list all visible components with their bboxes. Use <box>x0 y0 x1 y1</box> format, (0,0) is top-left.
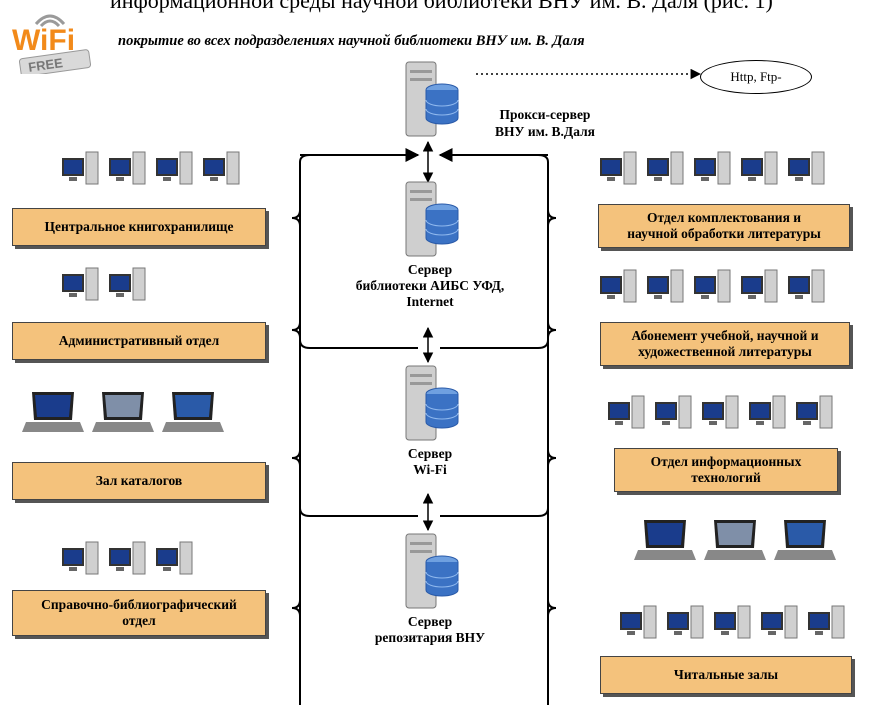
desktop-pc-icon <box>62 151 99 185</box>
desktop-pc-icon <box>741 269 778 303</box>
desktop-pc-icon <box>702 395 739 429</box>
desktop-pc-icon <box>62 267 99 301</box>
cut-off-caption: информационной среды научной библиотеки … <box>110 0 773 13</box>
laptop-icon <box>92 392 154 432</box>
pc-group-administrative <box>60 266 147 304</box>
desktop-pc-icon <box>808 605 845 639</box>
desktop-pc-icon <box>741 151 778 185</box>
laptop-icon <box>634 520 696 560</box>
callout-catalog-hall: Зал каталогов <box>12 462 266 500</box>
desktop-pc-icon <box>600 151 637 185</box>
desktop-pc-icon <box>647 151 684 185</box>
desktop-pc-icon <box>600 269 637 303</box>
desktop-pc-icon <box>109 541 146 575</box>
repository-server-icon <box>405 533 459 609</box>
desktop-pc-icon <box>667 605 704 639</box>
desktop-pc-icon <box>796 395 833 429</box>
desktop-pc-icon <box>109 151 146 185</box>
laptop-icon <box>162 392 224 432</box>
proxy-server-icon <box>405 61 459 137</box>
wifi-free-logo: WiFi FREE <box>12 14 92 74</box>
desktop-pc-icon <box>620 605 657 639</box>
desktop-pc-icon <box>655 395 692 429</box>
callout-administrative: Административный отдел <box>12 322 266 360</box>
laptop-group-catalog-hall <box>22 388 224 436</box>
free-logo-text: FREE <box>27 55 64 74</box>
desktop-pc-icon <box>62 541 99 575</box>
callout-reading-rooms: Читальные залы <box>600 656 852 694</box>
desktop-pc-icon <box>647 269 684 303</box>
desktop-pc-icon <box>694 269 731 303</box>
pc-group-acquisition <box>598 150 826 188</box>
laptop-icon <box>704 520 766 560</box>
desktop-pc-icon <box>109 267 146 301</box>
pc-group-reference <box>60 540 194 578</box>
desktop-pc-icon <box>761 605 798 639</box>
callout-central-storage: Центральное книгохранилище <box>12 208 266 246</box>
desktop-pc-icon <box>203 151 240 185</box>
desktop-pc-icon <box>608 395 645 429</box>
desktop-pc-icon <box>694 151 731 185</box>
wifi-server-icon <box>405 365 459 441</box>
pc-group-reading-rooms <box>618 604 846 642</box>
pc-group-subscription <box>598 268 826 306</box>
laptop-icon <box>774 520 836 560</box>
tagline: покрытие во всех подразделениях научной … <box>118 33 585 49</box>
desktop-pc-icon <box>788 269 825 303</box>
pc-group-it-department <box>606 394 834 432</box>
wifi-logo-text: WiFi <box>12 24 75 57</box>
library-server-icon <box>405 181 459 257</box>
http-ftp-oval: Http, Ftp- <box>700 60 812 94</box>
pc-group-central-storage <box>60 150 241 188</box>
desktop-pc-icon <box>788 151 825 185</box>
laptop-group-reading-rooms <box>634 516 836 564</box>
desktop-pc-icon <box>749 395 786 429</box>
desktop-pc-icon <box>714 605 751 639</box>
desktop-pc-icon <box>156 541 193 575</box>
laptop-icon <box>22 392 84 432</box>
desktop-pc-icon <box>156 151 193 185</box>
